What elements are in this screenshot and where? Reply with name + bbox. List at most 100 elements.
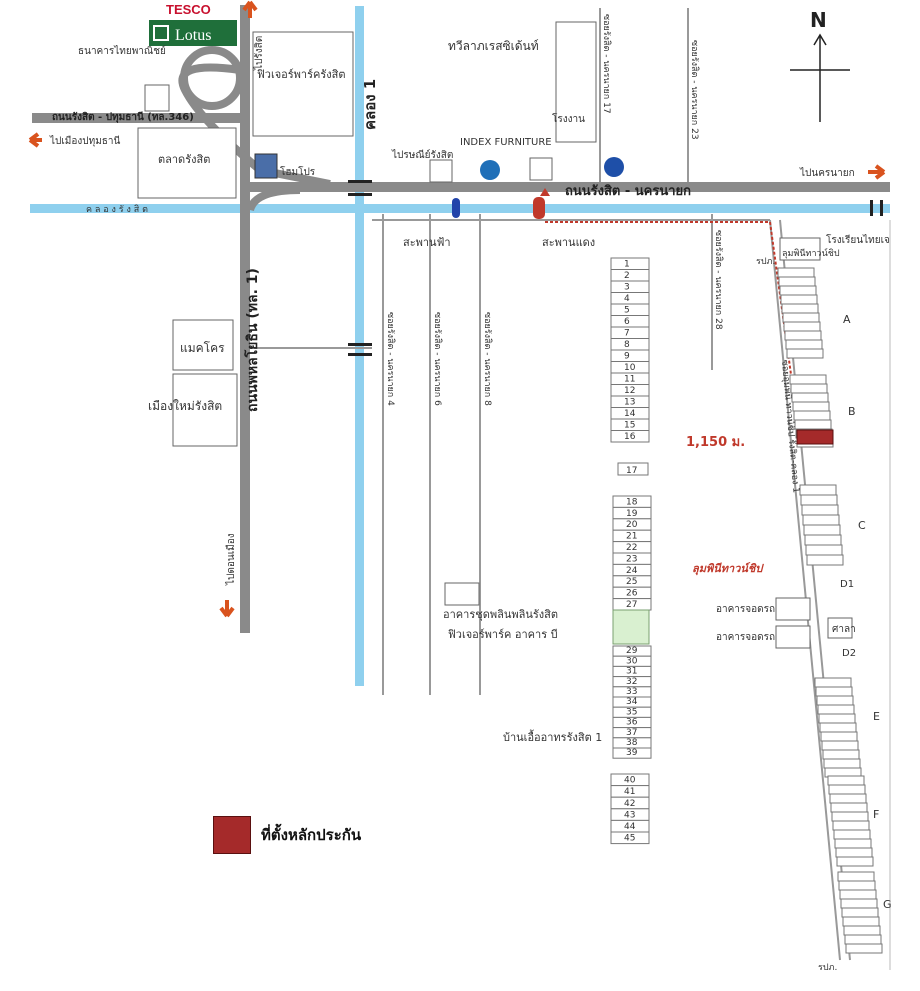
row-number-label: 1 — [624, 260, 630, 270]
main-road-label: ถนนรังสิต - นครนายก — [565, 184, 691, 199]
arrow-down-don-mueang-icon — [219, 600, 235, 618]
row-number-label: 37 — [626, 728, 637, 738]
soi-17-label: ซอยรังสิต - นครนายก 17 — [601, 14, 612, 114]
distance-label: 1,150 ม. — [686, 435, 745, 450]
post-office-label: ไปรษณีย์รังสิต — [391, 149, 453, 161]
lumpini-building-block — [839, 889, 877, 900]
zone-e-label: E — [873, 710, 880, 723]
east-bridge — [870, 200, 883, 216]
phahon-road-label: ถนนพหลโยธิน (ทล. 1) — [243, 268, 261, 412]
row-number-label: 12 — [624, 386, 635, 396]
sala-label: ศาลา — [832, 624, 856, 635]
post-office-building — [429, 159, 453, 183]
row-number-label: 21 — [626, 532, 637, 542]
zone-labels: A B C D1 D2 E F G — [840, 313, 892, 911]
row-number-label: 19 — [626, 509, 638, 519]
market-building — [137, 127, 237, 199]
lumpini-building-block — [842, 916, 880, 927]
lumpini-office-building — [779, 237, 821, 261]
to-rangsit-label: ไปรังสิต — [253, 36, 265, 71]
row-number-label: 6 — [624, 317, 630, 327]
row-number-label: 34 — [626, 697, 638, 707]
market-label: ตลาดรังสิต — [158, 153, 210, 166]
lumpini-building-block — [791, 392, 829, 403]
row-number-label: 9 — [624, 352, 630, 362]
lumpini-building-block — [832, 820, 870, 831]
row-number-label: 42 — [624, 799, 635, 809]
parking-b-label: อาคารจอดรถ — [716, 632, 775, 643]
zone-a-label: A — [843, 313, 851, 326]
zone-f-label: F — [873, 808, 879, 821]
lotus-logo — [149, 20, 237, 46]
lumpini-building-block — [814, 677, 852, 688]
lumpini-building-block — [817, 704, 855, 715]
lumpini-building-block — [802, 514, 840, 526]
lumpini-building-block — [801, 504, 839, 516]
row-number-label: 4 — [624, 294, 630, 304]
row-number-label: 23 — [626, 554, 637, 564]
lumpini-building-block — [799, 484, 837, 496]
lotus-label: Lotus — [175, 27, 211, 44]
lumpini-building-block — [819, 722, 857, 733]
condo-2-label: ฟิวเจอร์พาร์ค อาคาร บี — [448, 628, 558, 641]
pathum-road-label: ถนนรังสิต - ปทุมธานี (ทล.346) — [52, 111, 194, 123]
row-number-label: 39 — [626, 748, 638, 758]
row-number-label: 7 — [624, 329, 630, 339]
row-number-label: 15 — [624, 421, 635, 431]
lumpini-building-block — [830, 802, 868, 813]
row-number-label: 38 — [626, 738, 638, 748]
row-number-label: 32 — [626, 677, 637, 687]
soi-23-label: ซอยรังสิต - นครนายก 23 — [689, 40, 700, 140]
row-block — [610, 326, 650, 339]
makro-bridge — [348, 343, 372, 356]
row-17-block — [617, 462, 649, 476]
row-block — [610, 280, 650, 293]
lumpini-building-block — [781, 303, 819, 314]
row-number-label: 29 — [626, 646, 638, 656]
ptt-station-icon — [604, 157, 624, 177]
row-block — [612, 747, 652, 759]
row-number-label: 11 — [624, 375, 635, 385]
thiwa-building — [555, 21, 597, 143]
tesco-label: TESCO — [166, 2, 211, 17]
lumpini-building-block — [845, 943, 883, 954]
lumpini-building-block — [836, 856, 874, 867]
lumpini-building-block — [823, 758, 861, 769]
thiwa-label: ทวีลาภเรสซิเด้นท์ — [448, 39, 539, 53]
homepro-icon — [254, 153, 278, 179]
zone-d2-label: D2 — [842, 648, 856, 659]
row-number-label: 13 — [624, 398, 635, 408]
khlong-1-label: คลอง 1 — [361, 79, 379, 130]
row-number-label: 2 — [624, 271, 630, 281]
arrow-left-pathum-icon — [28, 132, 42, 148]
route-arrow — [540, 188, 550, 196]
khlong-bridge — [348, 180, 372, 196]
village-label: บ้านเอื้ออาทรรังสิต 1 — [503, 729, 602, 744]
row-block — [610, 269, 650, 282]
interchange-ring — [180, 46, 244, 110]
lumpini-building-block — [841, 907, 879, 918]
row-number-label: 30 — [626, 656, 638, 666]
lumpini-blocks — [777, 267, 883, 954]
collateral-swatch — [213, 816, 251, 854]
lumpini-building-block — [822, 749, 860, 760]
rapho-top-label: รปภ. — [756, 257, 775, 267]
row-number-label: 27 — [626, 600, 637, 610]
lumpini-building-block — [784, 330, 822, 341]
row-number-label: 3 — [624, 283, 630, 293]
lumpini-office-label: ลุมพินีทาวน์ชิป — [782, 247, 840, 259]
lumpini-building-block — [834, 838, 872, 849]
to-nakhon-nayok-label: ไปนครนายก — [799, 167, 855, 179]
to-pathum-label: ไปเมืองปทุมธานี — [49, 135, 121, 147]
red-bridge-marker — [533, 197, 545, 219]
bank-building — [144, 84, 170, 112]
red-bridge-label: สะพานแดง — [542, 236, 595, 249]
row-number-label: 44 — [624, 822, 636, 832]
arrow-up-rangsit-icon — [242, 0, 258, 18]
sala-building — [827, 617, 853, 639]
blue-bridge-marker — [452, 198, 460, 218]
row-number-label: 36 — [626, 718, 638, 728]
row-block — [610, 430, 650, 443]
